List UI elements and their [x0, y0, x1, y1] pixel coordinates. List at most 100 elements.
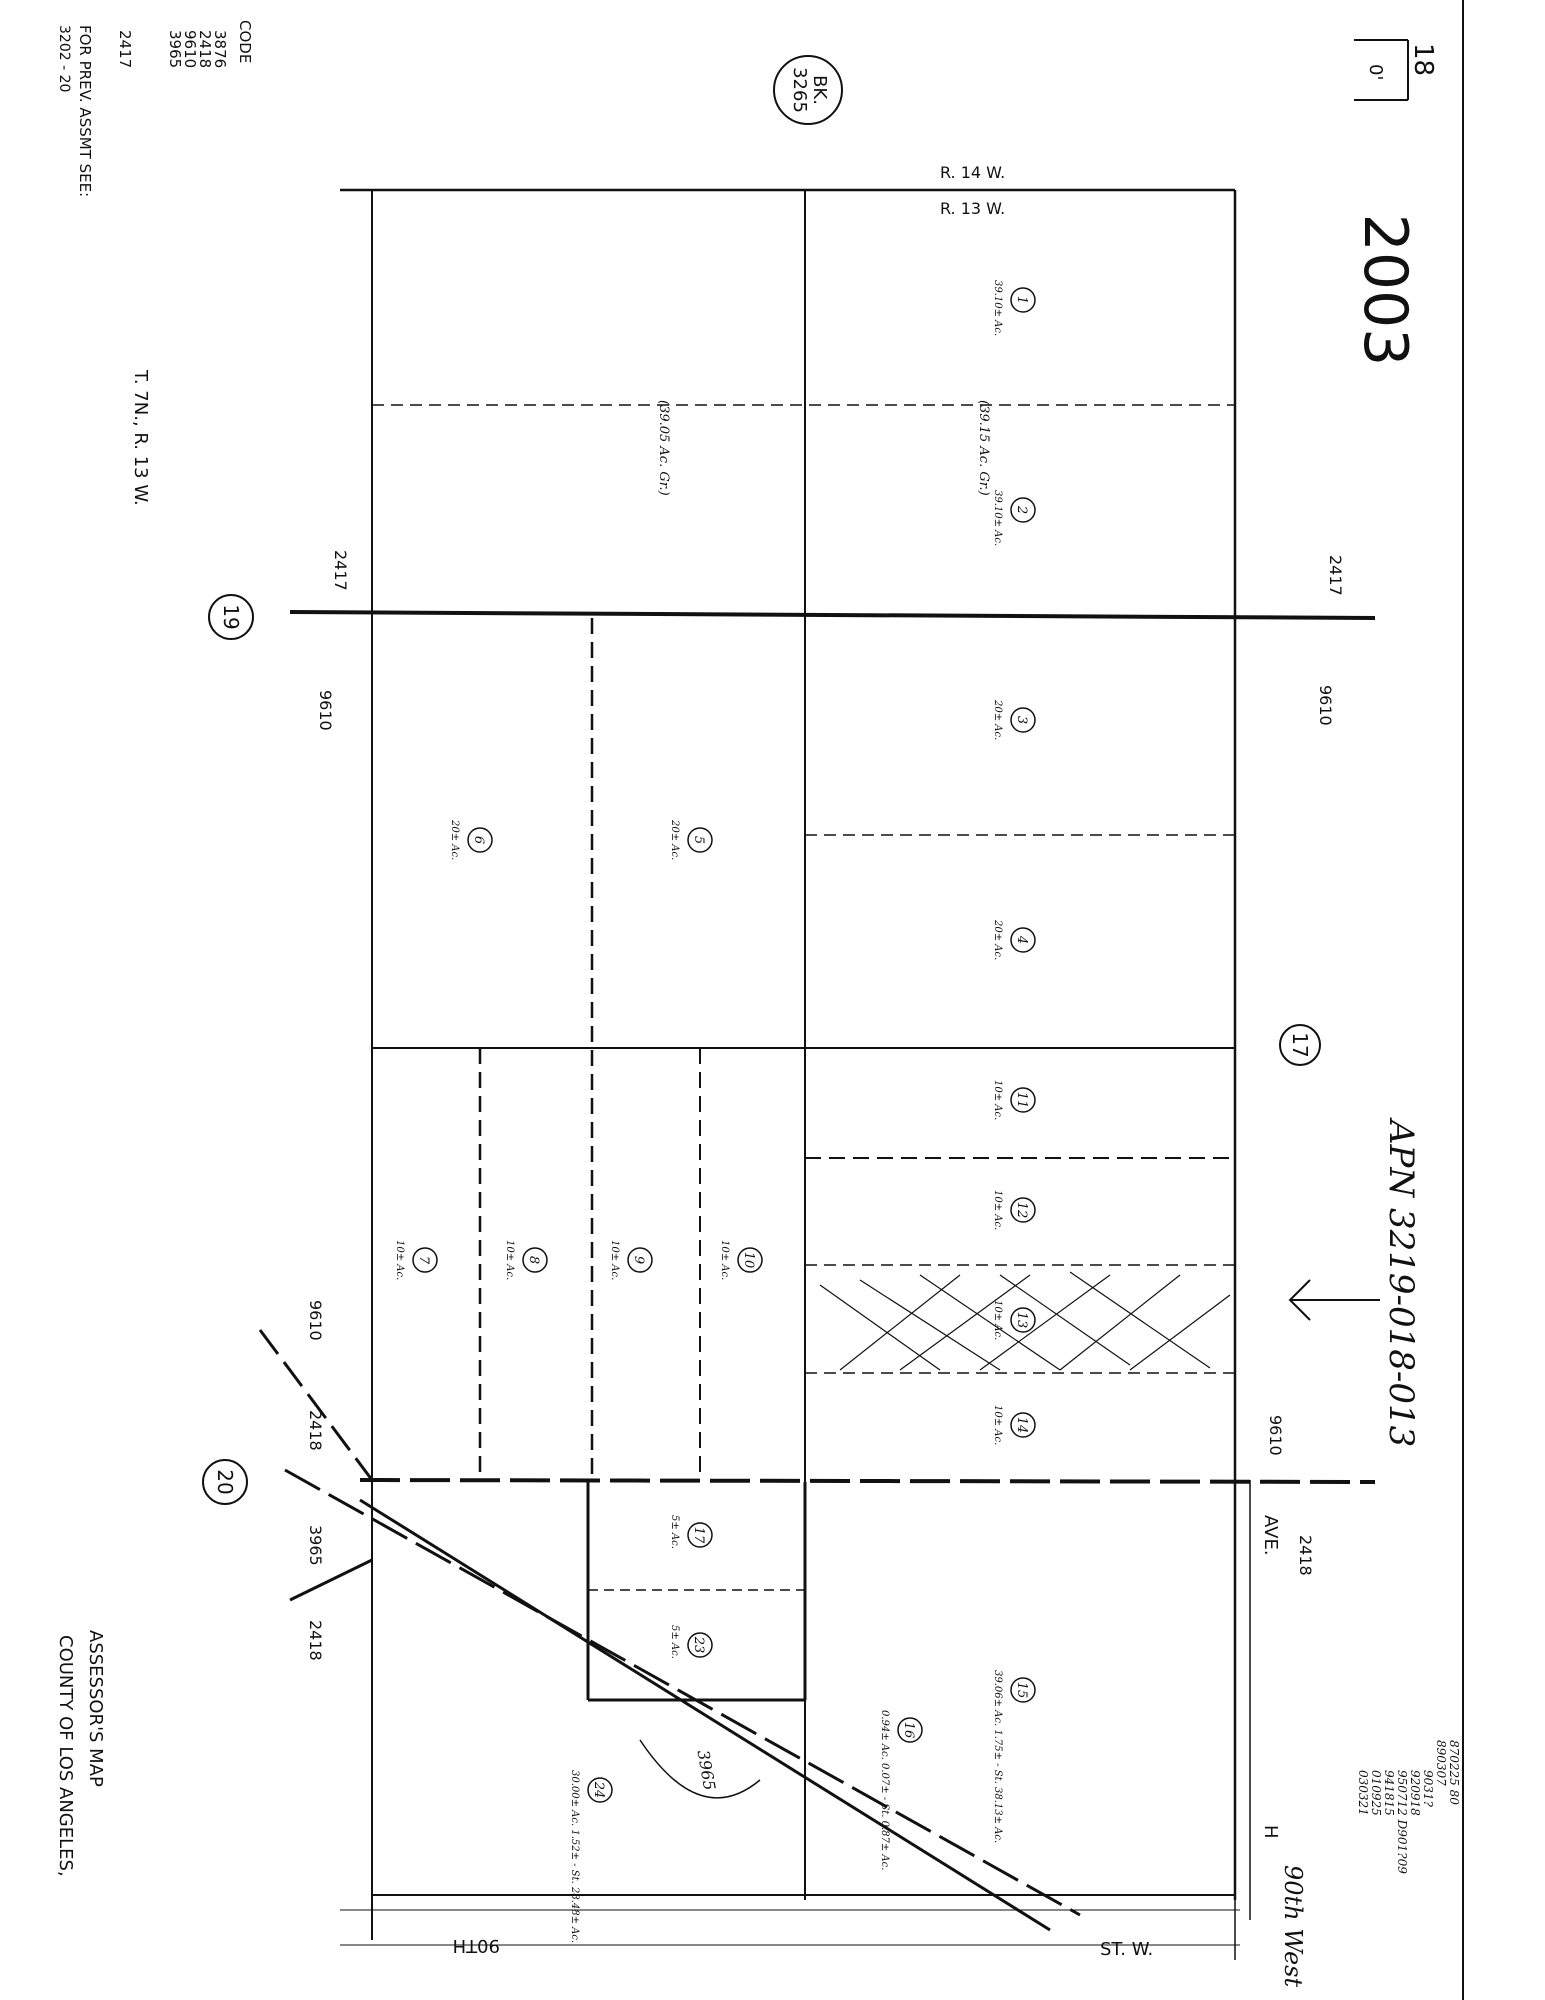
parcel-number: 1 — [1014, 296, 1029, 304]
title-line2: COUNTY OF LOS ANGELES, — [55, 1635, 76, 1877]
code-value: 3965 — [166, 30, 184, 68]
parcel-9: 9 10± Ac. — [609, 1240, 653, 1280]
parcel-12: 12 10± Ac. — [992, 1190, 1036, 1230]
parcel-area: 10± Ac. — [992, 1190, 1003, 1230]
book-ref-line1: BK. — [809, 75, 830, 105]
range-bottom: R. 13 W. — [940, 199, 1005, 218]
tax-code-top-right: 9610 — [1316, 685, 1335, 726]
parcel-7: 7 10± Ac. — [394, 1240, 438, 1280]
apn-note: APN 3219-018-013 — [1381, 1117, 1421, 1447]
section-17-label: 17 — [1288, 1032, 1312, 1057]
parcel-15: 15 39.06± Ac. 1.75± - St. 38.13± Ac. — [992, 1670, 1036, 1843]
highway-diagonal — [258, 1329, 1081, 1932]
parcel-14: 14 10± Ac. — [992, 1405, 1036, 1445]
parcel-area: 30.00± Ac. 1.52± - St. 28.48± Ac. — [569, 1770, 580, 1943]
parcel-area: 39.06± Ac. 1.75± - St. 38.13± Ac. — [992, 1670, 1003, 1843]
parcel-13: 13 10± Ac. — [992, 1300, 1036, 1340]
tax-code-bottom-left: 2417 — [331, 550, 350, 591]
code-value: 3876 — [211, 30, 229, 68]
parcel-area: 10± Ac. — [992, 1405, 1003, 1445]
section-19: 19 — [208, 594, 254, 640]
tax-code-right-lower: 2418 — [1296, 1535, 1315, 1576]
section-20: 20 — [202, 1459, 248, 1505]
parcel-11: 11 10± Ac. — [992, 1080, 1036, 1120]
parcel-number: 6 — [471, 836, 486, 844]
parcel-number: 5 — [691, 836, 706, 844]
range-top: R. 14 W. — [940, 163, 1005, 182]
parcel-area: 10± Ac. — [504, 1240, 515, 1280]
street-h: H — [1260, 1825, 1281, 1839]
parcel-area: 5± Ac. — [669, 1515, 680, 1549]
parcel-5: 5 20± Ac. — [669, 819, 713, 860]
parcel-13-hatch — [819, 1271, 1231, 1371]
tax-code-bottom-right: 9610 — [316, 690, 335, 731]
code-value: 2418 — [196, 30, 214, 68]
revision-number: 890307 — [1434, 1740, 1448, 1786]
parcel-17: 17 5± Ac. — [669, 1515, 713, 1549]
street-st-w: ST. W. — [1100, 1939, 1153, 1960]
parcel-10: 10 10± Ac. — [719, 1240, 763, 1280]
parcel-23: 235± Ac. — [669, 1625, 713, 1659]
revision-number: 920918 — [1408, 1770, 1422, 1816]
parcel-area: 20± Ac. — [669, 819, 680, 860]
parcel-area: 39.10± Ac. — [992, 280, 1003, 336]
parcel-area: 0.94± Ac. 0.07± - St. 0.87± Ac. — [879, 1710, 890, 1870]
parcel-number: 15 — [1014, 1682, 1029, 1699]
parcel-area: 10± Ac. — [719, 1240, 730, 1280]
parcel-number: 10 — [741, 1252, 756, 1269]
prev-assmt-label: FOR PREV. ASSMT SEE: — [76, 25, 94, 197]
parcel-number: 13 — [1014, 1312, 1029, 1329]
parcel-number: 12 — [1014, 1202, 1029, 1219]
gross-area-2: (39.15 Ac. Gr.) — [976, 400, 991, 496]
revision-number: 950712 D901?09 — [1395, 1770, 1409, 1874]
tax-code-right-upper: 9610 — [1266, 1415, 1285, 1456]
parcel-area: 10± Ac. — [609, 1240, 620, 1280]
parcel-area: 10± Ac. — [992, 1080, 1003, 1120]
parcel-number: 17 — [691, 1527, 706, 1544]
parcel-area: 20± Ac. — [992, 699, 1003, 740]
code-value: 9610 — [181, 30, 199, 68]
parcel-area: 20± Ac. — [449, 819, 460, 860]
tax-code-diag-b: 2418 — [306, 1410, 325, 1451]
parcel-8: 8 10± Ac. — [504, 1240, 548, 1280]
parcel-area: 39.10± Ac. — [992, 490, 1003, 546]
road-label: 3965 — [694, 1748, 720, 1791]
code-extra: 2417 — [116, 30, 134, 68]
township: T. 7N., R. 13 W. — [130, 369, 151, 506]
parcel-number: 16 — [901, 1722, 916, 1739]
parcel-area: 5± Ac. — [669, 1625, 680, 1659]
revision-number: 030321 — [1356, 1770, 1370, 1816]
parcel-number: 9 — [631, 1256, 646, 1264]
parcel-number: 7 — [416, 1256, 431, 1265]
section-17: 17 — [1279, 1024, 1321, 1066]
parcel-number: 4 — [1014, 935, 1029, 944]
parcel-labels: 1 39.10± Ac. 2 39.10± Ac. 3 20± Ac. 4 20± Ac. 5 2… — [394, 280, 1036, 1943]
parcel-number: 14 — [1014, 1417, 1029, 1434]
book-ref: BK. 3265 — [773, 55, 843, 125]
street-90th: 90TH — [453, 1935, 500, 1956]
parcel-number: 11 — [1014, 1092, 1029, 1109]
parcel-2: 2 39.10± Ac. — [992, 490, 1036, 546]
tax-code-top-left: 2417 — [1326, 555, 1345, 596]
parcel-area: 10± Ac. — [394, 1240, 405, 1280]
tax-code-diag-d: 2418 — [306, 1620, 325, 1661]
parcel-number: 8 — [526, 1256, 541, 1264]
parcel-grid — [289, 188, 1376, 1960]
prev-assmt-value: 3202 - 20 — [56, 25, 72, 92]
tax-code-diag-a: 9610 — [306, 1300, 325, 1341]
revision-number: 941815 — [1382, 1770, 1396, 1816]
parcel-number: 3 — [1014, 716, 1029, 724]
parcel-number: 2 — [1014, 505, 1029, 514]
handwritten-street: 90th West — [1279, 1865, 1307, 1988]
tax-code-diag-c: 3965 — [306, 1525, 325, 1566]
street-ave: AVE. — [1260, 1515, 1281, 1556]
parcel-number: 24 — [591, 1781, 606, 1799]
parcel-1: 1 39.10± Ac. — [992, 280, 1036, 336]
parcel-area: 10± Ac. — [992, 1300, 1003, 1340]
gross-area-1: (39.05 Ac. Gr.) — [656, 400, 671, 496]
book-ref-line2: 3265 — [789, 67, 810, 113]
parcel-area: 20± Ac. — [992, 919, 1003, 960]
